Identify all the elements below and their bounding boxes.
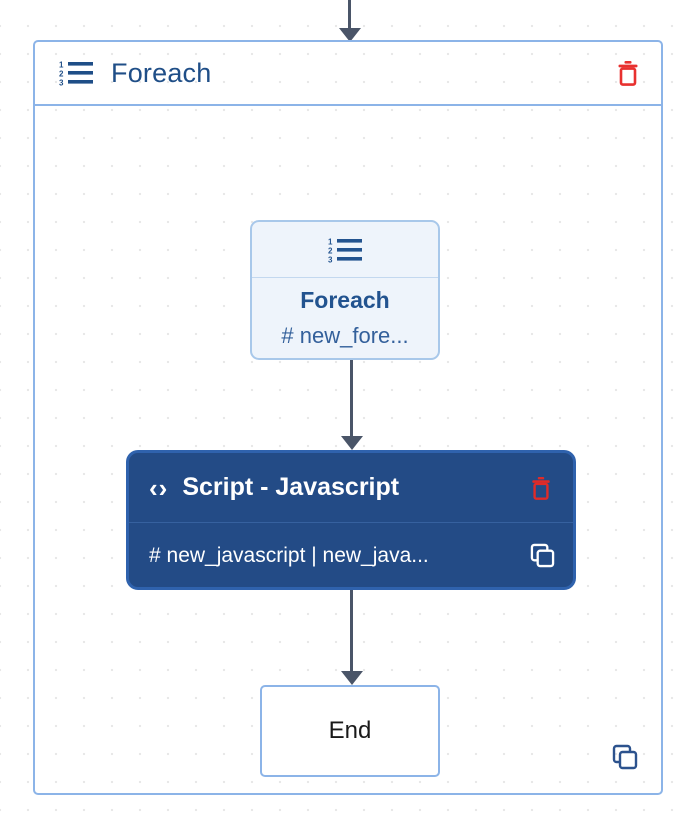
node-foreach-label: Foreach [300, 287, 390, 313]
numbered-list-icon: 1 2 3 [328, 236, 362, 264]
numbered-list-icon: 1 2 3 [59, 59, 93, 87]
node-script-sublabel: # new_javascript | new_java... [149, 543, 429, 567]
svg-text:3: 3 [328, 255, 333, 264]
foreach-group-container[interactable]: 1 2 3 Foreach [33, 40, 663, 795]
edge-into-foreach-group [338, 0, 361, 42]
edge-line [350, 360, 353, 438]
edge-foreach-to-script [340, 360, 363, 450]
foreach-group-delete-button[interactable] [613, 57, 643, 89]
code-brackets-icon: ‹› [149, 472, 169, 503]
edge-arrowhead [340, 671, 363, 685]
node-script-body: # new_javascript | new_java... [129, 523, 573, 587]
foreach-group-copy-button[interactable] [611, 743, 639, 771]
node-script-copy-button[interactable] [528, 541, 556, 569]
edge-arrowhead [340, 436, 363, 450]
edge-line [348, 0, 351, 30]
node-script-title: Script - Javascript [182, 473, 400, 501]
node-end[interactable]: End [260, 685, 440, 777]
node-end-label: End [328, 717, 372, 744]
svg-text:2: 2 [59, 70, 64, 79]
edge-line [350, 590, 353, 673]
foreach-group-header[interactable]: 1 2 3 Foreach [35, 42, 661, 106]
node-foreach-icon-row: 1 2 3 [252, 222, 438, 278]
node-foreach-sublabel: # new_fore... [281, 323, 409, 348]
svg-text:1: 1 [59, 61, 64, 70]
svg-text:3: 3 [59, 79, 64, 88]
svg-text:2: 2 [328, 246, 333, 255]
foreach-group-title: Foreach [111, 57, 212, 88]
node-script-javascript[interactable]: ‹› Script - Javascript # new_javascript … [126, 450, 576, 590]
node-foreach-inner[interactable]: 1 2 3 Foreach # new_fore... [250, 220, 440, 360]
node-script-header: ‹› Script - Javascript [129, 453, 573, 523]
node-script-delete-button[interactable] [526, 472, 556, 504]
svg-text:1: 1 [328, 237, 333, 246]
foreach-group-body: 1 2 3 Foreach # new_fore... [35, 106, 661, 793]
edge-script-to-end [340, 590, 363, 685]
